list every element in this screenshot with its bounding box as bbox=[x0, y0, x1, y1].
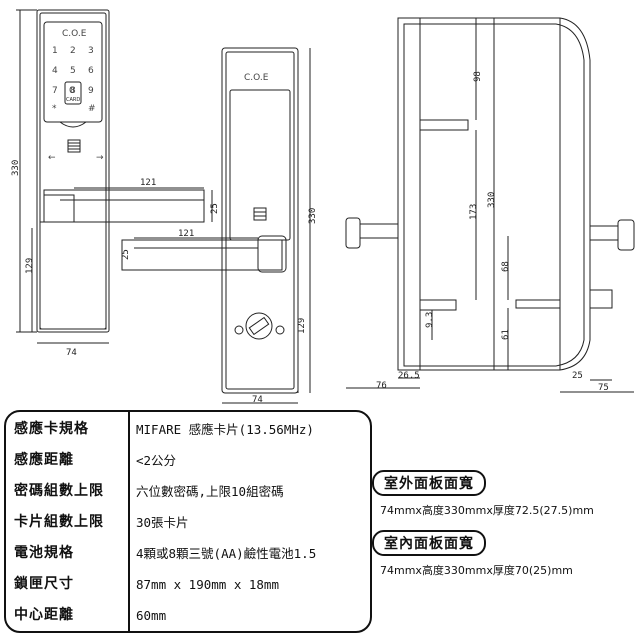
spec-row: 鎖匣尺寸 87mm x 190mm x 18mm bbox=[6, 569, 370, 600]
dim-back-lower: 129 bbox=[297, 318, 307, 334]
dim-handle-h: 25 bbox=[210, 203, 220, 214]
back-view: C.O.E 330 129 74 121 25 bbox=[121, 47, 318, 405]
key-5: 5 bbox=[70, 66, 76, 76]
front-view: C.O.E 1 2 3 4 5 6 7 8 9 * # 0 CARD ← → 3… bbox=[11, 9, 220, 358]
spec-label: 鎖匣尺寸 bbox=[14, 576, 74, 592]
spec-value: 4顆或8顆三號(AA)鹼性電池1.5 bbox=[136, 546, 317, 561]
spec-label: 電池規格 bbox=[14, 545, 74, 561]
dim-side-25: 25 bbox=[572, 371, 583, 381]
side-view: 98 173 330 68 9.3 61 76 26.5 25 75 bbox=[345, 17, 635, 393]
spec-label: 密碼組數上限 bbox=[14, 483, 104, 499]
spec-row: 中心距離 60mm bbox=[6, 600, 370, 631]
dim-front-height: 330 bbox=[11, 160, 21, 176]
spec-label: 中心距離 bbox=[14, 607, 74, 623]
front-brand: C.O.E bbox=[62, 29, 87, 39]
technical-drawing: C.O.E 1 2 3 4 5 6 7 8 9 * # 0 CARD ← → 3… bbox=[11, 9, 635, 405]
dim-back-width: 74 bbox=[252, 395, 263, 405]
spec-value: 87mm x 190mm x 18mm bbox=[136, 577, 279, 592]
dim-side-61: 61 bbox=[501, 329, 511, 340]
back-handle bbox=[121, 239, 283, 271]
thumb-turn-knob bbox=[245, 312, 273, 340]
card-label: CARD bbox=[66, 97, 80, 103]
spec-row: 感應卡規格 MIFARE 感應卡片(13.56MHz) bbox=[6, 414, 370, 445]
dim-back-handle-h: 25 bbox=[121, 249, 131, 260]
spec-row: 感應距離 <2公分 bbox=[6, 445, 370, 476]
dim-front-lower: 129 bbox=[25, 258, 35, 274]
dim-front-width: 74 bbox=[66, 348, 77, 358]
dim-back-handle-len: 121 bbox=[178, 229, 194, 239]
spec-value: MIFARE 感應卡片(13.56MHz) bbox=[136, 422, 314, 437]
key-hash: # bbox=[88, 104, 96, 114]
spec-value: 六位數密碼,上限10組密碼 bbox=[136, 484, 284, 499]
key-star: * bbox=[52, 104, 57, 114]
spec-label: 感應距離 bbox=[14, 452, 74, 468]
spec-value: 30張卡片 bbox=[136, 515, 189, 530]
key-7: 7 bbox=[52, 86, 58, 96]
key-2: 2 bbox=[70, 46, 76, 56]
indoor-panel-spec: 室內面板面寬 74mmx高度330mmx厚度70(25)mm bbox=[372, 530, 636, 578]
key-4: 4 bbox=[52, 66, 58, 76]
key-8: 8 bbox=[70, 86, 76, 96]
spec-row: 密碼組數上限 六位數密碼,上限10組密碼 bbox=[6, 476, 370, 507]
dim-side-98: 98 bbox=[473, 71, 483, 82]
dim-side-330: 330 bbox=[487, 192, 497, 208]
spec-divider bbox=[128, 412, 130, 631]
key-6: 6 bbox=[88, 66, 94, 76]
spec-row: 卡片組數上限 30張卡片 bbox=[6, 507, 370, 538]
dim-side-265: 26.5 bbox=[398, 371, 420, 381]
card-reader-icon bbox=[253, 207, 267, 221]
indoor-panel-title: 室內面板面寬 bbox=[372, 530, 486, 556]
outdoor-panel-value: 74mmx高度330mmx厚度72.5(27.5)mm bbox=[380, 504, 594, 517]
spec-value: 60mm bbox=[136, 608, 167, 623]
arrow-left-icon: ← bbox=[48, 153, 56, 163]
indoor-panel-value: 74mmx高度330mmx厚度70(25)mm bbox=[380, 564, 573, 577]
dim-side-173: 173 bbox=[469, 204, 479, 220]
key-1: 1 bbox=[52, 46, 58, 56]
outdoor-panel-title: 室外面板面寬 bbox=[372, 470, 486, 496]
spec-table: 感應卡規格 MIFARE 感應卡片(13.56MHz) 感應距離 <2公分 密碼… bbox=[4, 410, 372, 633]
dim-back-height: 330 bbox=[308, 208, 318, 224]
key-0: 0 bbox=[69, 86, 75, 96]
key-9: 9 bbox=[88, 86, 94, 96]
dim-side-93: 9.3 bbox=[425, 312, 435, 328]
dim-side-75: 75 bbox=[598, 383, 609, 393]
keypad-panel bbox=[43, 21, 103, 123]
arrow-right-icon: → bbox=[96, 153, 104, 163]
key-3: 3 bbox=[88, 46, 94, 56]
back-brand: C.O.E bbox=[244, 73, 269, 83]
dim-side-76: 76 bbox=[376, 381, 387, 391]
dim-handle-len: 121 bbox=[140, 178, 156, 188]
spec-value: <2公分 bbox=[136, 453, 177, 468]
spec-label: 卡片組數上限 bbox=[14, 514, 104, 530]
dim-side-68: 68 bbox=[501, 261, 511, 272]
spec-label: 感應卡規格 bbox=[14, 421, 89, 437]
outdoor-panel-spec: 室外面板面寬 74mmx高度330mmx厚度72.5(27.5)mm bbox=[372, 470, 636, 518]
spec-row: 電池規格 4顆或8顆三號(AA)鹼性電池1.5 bbox=[6, 538, 370, 569]
